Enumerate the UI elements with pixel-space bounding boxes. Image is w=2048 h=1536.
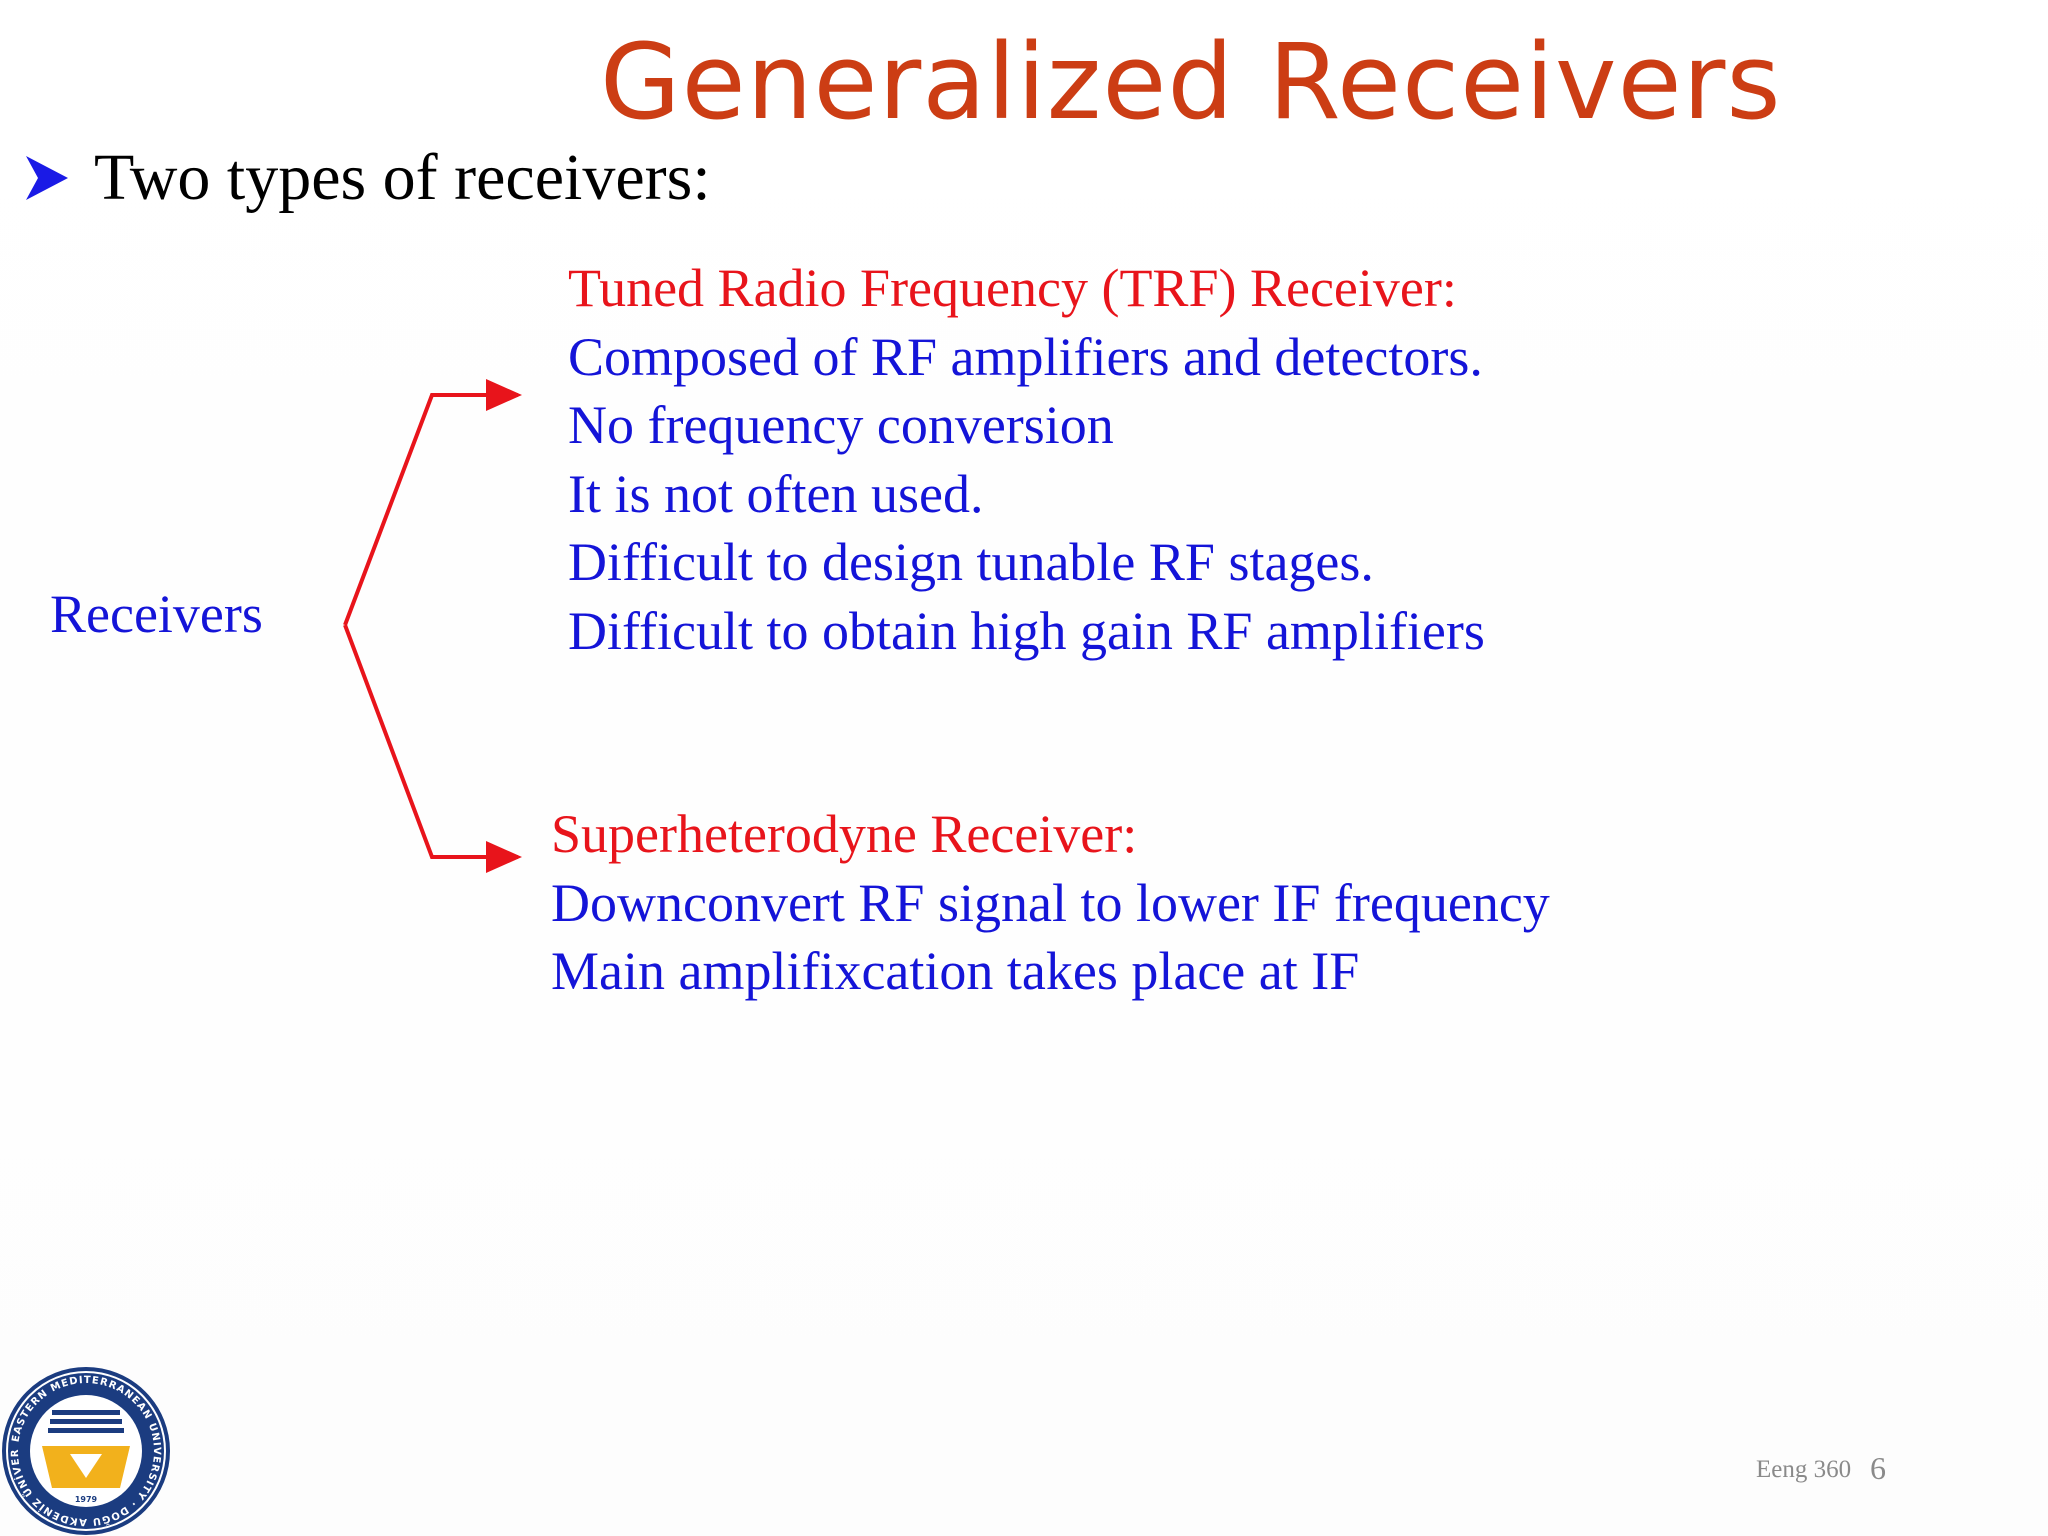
bullet-row: Two types of receivers: <box>22 134 711 222</box>
trf-heading: Tuned Radio Frequency (TRF) Receiver: <box>568 258 1457 318</box>
footer-course-label: Eeng 360 <box>1756 1456 1852 1483</box>
trf-line: No frequency conversion <box>568 395 1114 455</box>
superheterodyne-line: Downconvert RF signal to lower IF freque… <box>551 872 1550 933</box>
superheterodyne-receiver-block: Superheterodyne Receiver: Downconvert RF… <box>551 800 1550 1006</box>
upper-branch-arrow <box>343 379 522 626</box>
slide-title: Generalized Receivers <box>600 21 1782 143</box>
superheterodyne-line: Main amplifixcation takes place at IF <box>551 941 1360 1001</box>
arrowhead-bullet-icon <box>26 156 68 200</box>
superheterodyne-heading: Superheterodyne Receiver: <box>551 804 1138 864</box>
university-seal-icon: EASTERN MEDITERRANEAN UNIVERSITY · DOĞU … <box>0 1366 170 1535</box>
lower-branch-arrow <box>343 624 522 873</box>
trf-receiver-block: Tuned Radio Frequency (TRF) Receiver: Co… <box>568 254 1485 665</box>
footer-page-number: 6 <box>1870 1450 1886 1486</box>
receivers-root-label: Receivers <box>50 584 263 644</box>
svg-text:1979: 1979 <box>75 1495 98 1504</box>
trf-line: Difficult to design tunable RF stages. <box>568 532 1374 592</box>
bullet-text: Two types of receivers: <box>94 141 711 214</box>
trf-line: It is not often used. <box>568 463 984 524</box>
trf-line: Difficult to obtain high gain RF amplifi… <box>568 600 1485 661</box>
trf-line: Composed of RF amplifiers and detectors. <box>568 326 1483 387</box>
